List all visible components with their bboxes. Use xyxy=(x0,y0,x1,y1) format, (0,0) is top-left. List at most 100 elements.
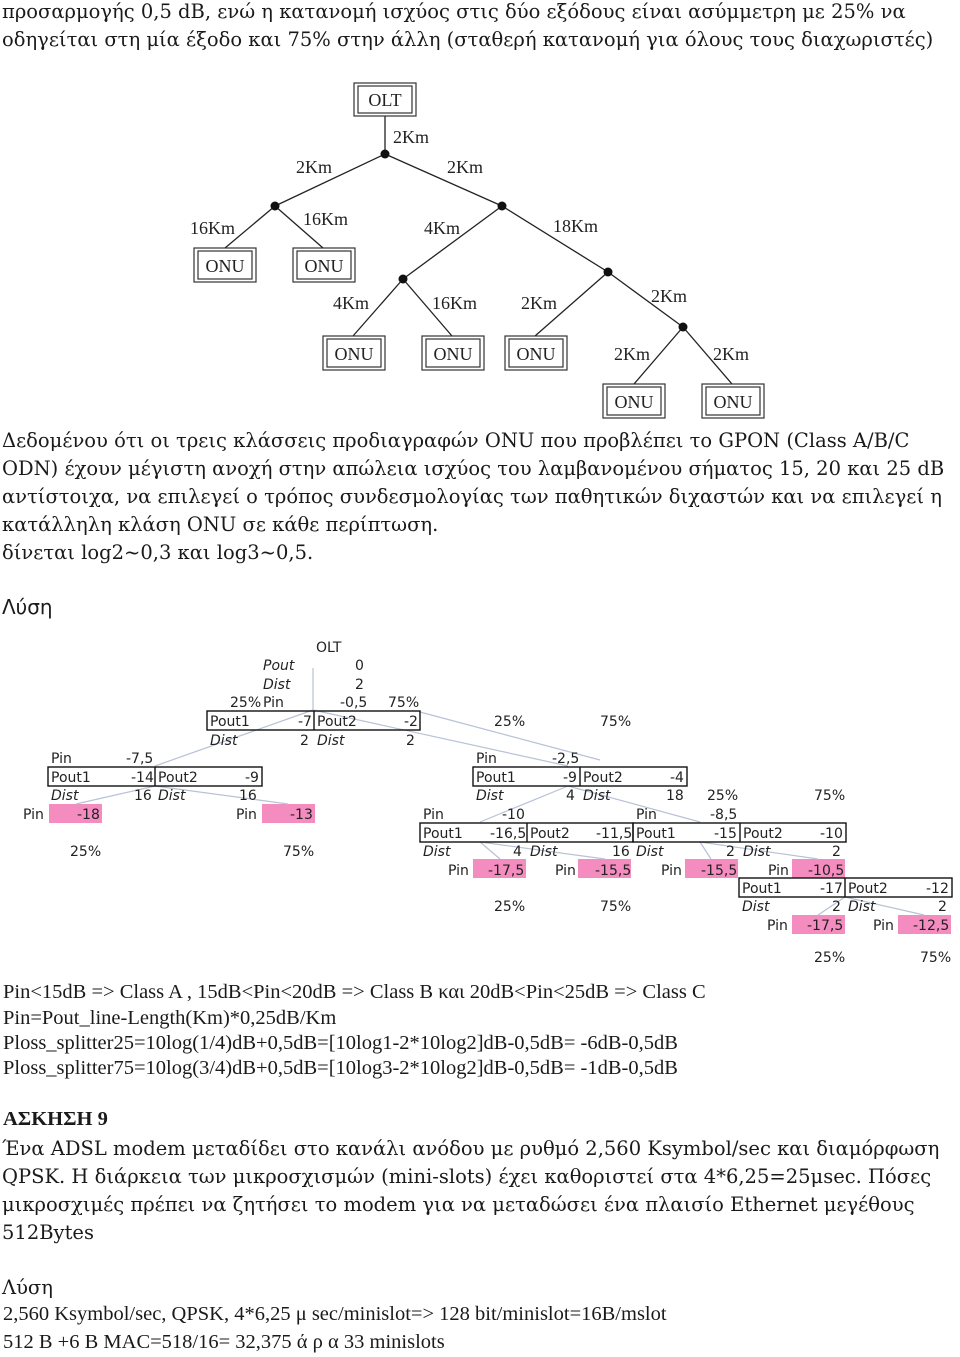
percent-label: 25% xyxy=(494,899,525,915)
onu-pin-value: -15,5 xyxy=(595,863,631,879)
pin-label: Pin xyxy=(767,918,788,934)
solution-tree-diagram: OLT Pout 0 Dist 2 25% Pin -0,5 75% Pout1… xyxy=(23,640,953,966)
dist-label: Dist xyxy=(317,733,345,749)
dist-label: Dist xyxy=(263,677,291,693)
pin-label: Pin xyxy=(873,918,894,934)
value-label: -7 xyxy=(298,714,312,730)
percent-label: 25% xyxy=(494,714,525,730)
olt-label: OLT xyxy=(368,90,401,110)
pout1-label: Pout1 xyxy=(742,881,782,897)
pin-label: Pin xyxy=(476,751,497,767)
formula-line-2: Pin=Pout_line-Length(Km)*0,25dB/Km xyxy=(3,1007,337,1029)
distance-label: 2Km xyxy=(296,157,332,177)
dist-label: Dist xyxy=(742,899,770,915)
dist-label: Dist xyxy=(636,844,664,860)
pin-label: Pin xyxy=(423,807,444,823)
pin-label: Pin xyxy=(636,807,657,823)
value-label: -15 xyxy=(714,826,737,842)
distance-label: 2Km xyxy=(614,344,650,364)
percent-label: 25% xyxy=(814,950,845,966)
pout2-label: Pout2 xyxy=(530,826,570,842)
pout1-label: Pout1 xyxy=(476,770,516,786)
exercise-line-2: QPSK. Η διάρκεια των μικροσχισμών (mini-… xyxy=(2,1165,932,1188)
percent-label: 25% xyxy=(70,844,101,860)
formula-line-1: Pin<15dB => Class A , 15dB<Pin<20dB => C… xyxy=(3,981,706,1003)
value-label: -2 xyxy=(404,714,418,730)
problem-line-3: αντίστοιχα, να επιλεγεί ο τρόπος συνδεσμ… xyxy=(2,485,942,508)
distance-label: 2Km xyxy=(521,293,557,313)
dist-label: Dist xyxy=(51,788,79,804)
formula-line-3: Ploss_splitter25=10log(1/4)dB+0,5dB=[10l… xyxy=(3,1032,678,1054)
value-label: -14 xyxy=(131,770,154,786)
distance-label: 4Km xyxy=(424,218,460,238)
onu-label: ONU xyxy=(335,344,374,364)
value-label: -9 xyxy=(563,770,577,786)
pout-label: Pout xyxy=(263,658,295,674)
onu-label: ONU xyxy=(434,344,473,364)
percent-label: 75% xyxy=(283,844,314,860)
percent-label: 25% xyxy=(230,695,261,711)
distance-label: 2Km xyxy=(447,157,483,177)
onu-label: ONU xyxy=(206,256,245,276)
percent-label: 25% xyxy=(707,788,738,804)
dist-label: Dist xyxy=(476,788,504,804)
problem-line-2: ODN) έχουν μέγιστη ανοχή στην απώλεια ισ… xyxy=(2,457,945,480)
problem-line-4: κατάλληλη κλάση ONU σε κάθε περίπτωση. xyxy=(2,513,439,536)
percent-label: 75% xyxy=(600,899,631,915)
value-label: -16,5 xyxy=(490,826,526,842)
value-label: 16 xyxy=(612,844,630,860)
distance-label: 2Km xyxy=(393,127,429,147)
pin-label: Pin xyxy=(661,863,682,879)
value-label: -8,5 xyxy=(710,807,737,823)
onu-pin-value: -18 xyxy=(77,807,100,823)
dist-label: Dist xyxy=(848,899,876,915)
pin-label: Pin xyxy=(555,863,576,879)
distance-label: 2Km xyxy=(713,344,749,364)
value-label: 16 xyxy=(134,788,152,804)
pout1-label: Pout1 xyxy=(636,826,676,842)
onu-pin-value: -13 xyxy=(290,807,313,823)
pin-label: Pin xyxy=(263,695,284,711)
pout1-label: Pout1 xyxy=(423,826,463,842)
intro-line-1: προσαρμογής 0,5 dB, ενώ η κατανομή ισχύο… xyxy=(2,0,906,23)
value-label: 0 xyxy=(355,658,364,674)
value-label: -4 xyxy=(670,770,684,786)
percent-label: 75% xyxy=(600,714,631,730)
pout2-label: Pout2 xyxy=(743,826,783,842)
network-tree-diagram: OLT ONU ONU ONU ONU ONU ONU ONU 2Km 2Km … xyxy=(190,82,765,419)
onu-label: ONU xyxy=(305,256,344,276)
value-label: -0,5 xyxy=(340,695,367,711)
value-label: 4 xyxy=(513,844,522,860)
dist-label: Dist xyxy=(743,844,771,860)
value-label: -10 xyxy=(502,807,525,823)
value-label: -17 xyxy=(820,881,843,897)
pout2-label: Pout2 xyxy=(317,714,357,730)
formula-line-4: Ploss_splitter75=10log(3/4)dB+0,5dB=[10l… xyxy=(3,1057,678,1079)
dist-label: Dist xyxy=(583,788,611,804)
percent-label: 75% xyxy=(814,788,845,804)
distance-label: 16Km xyxy=(190,218,235,238)
value-label: -9 xyxy=(245,770,259,786)
value-label: -2,5 xyxy=(552,751,579,767)
onu-pin-value: -17,5 xyxy=(488,863,524,879)
percent-label: 75% xyxy=(388,695,419,711)
value-label: -12 xyxy=(926,881,949,897)
percent-label: 75% xyxy=(920,950,951,966)
distance-label: 16Km xyxy=(432,293,477,313)
value-label: 2 xyxy=(832,844,841,860)
onu-label: ONU xyxy=(517,344,556,364)
exercise-line-3: μικροσχιμές πρέπει να ζητήσει το modem γ… xyxy=(2,1193,915,1216)
value-label: 18 xyxy=(666,788,684,804)
pin-label: Pin xyxy=(448,863,469,879)
dist-label: Dist xyxy=(158,788,186,804)
pout2-label: Pout2 xyxy=(158,770,198,786)
value-label: 2 xyxy=(406,733,415,749)
pout1-label: Pout1 xyxy=(210,714,250,730)
value-label: -7,5 xyxy=(126,751,153,767)
onu-pin-value: -12,5 xyxy=(913,918,949,934)
exercise-solution-line-1: 2,560 Ksymbol/sec, QPSK, 4*6,25 μ sec/mi… xyxy=(3,1303,667,1325)
value-label: 2 xyxy=(355,677,364,693)
intro-line-2: οδηγείται στη μία έξοδο και 75% στην άλλ… xyxy=(2,28,934,51)
dist-label: Dist xyxy=(530,844,558,860)
exercise-solution-line-2: 512 B +6 B MAC=518/16= 32,375 ά ρ α 33 m… xyxy=(3,1331,445,1353)
